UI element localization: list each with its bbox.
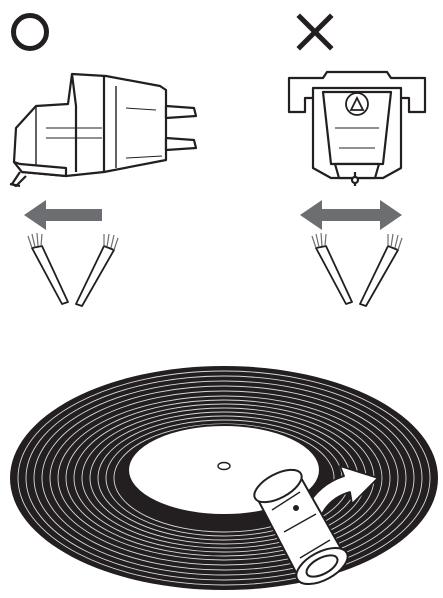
- double-arrow-icon: [298, 198, 404, 232]
- left-arrow-icon: [22, 198, 104, 232]
- incorrect-cross-icon: [293, 10, 337, 54]
- spindle-hole: [218, 463, 230, 470]
- correct-circle-icon: [8, 10, 52, 54]
- vinyl-record-illustration: [0, 358, 443, 598]
- cartridge-front-view: [283, 68, 431, 193]
- stylus-brush-icon: [302, 228, 412, 310]
- stylus-brush-icon: [18, 228, 128, 310]
- cartridge-side-view: [6, 68, 206, 193]
